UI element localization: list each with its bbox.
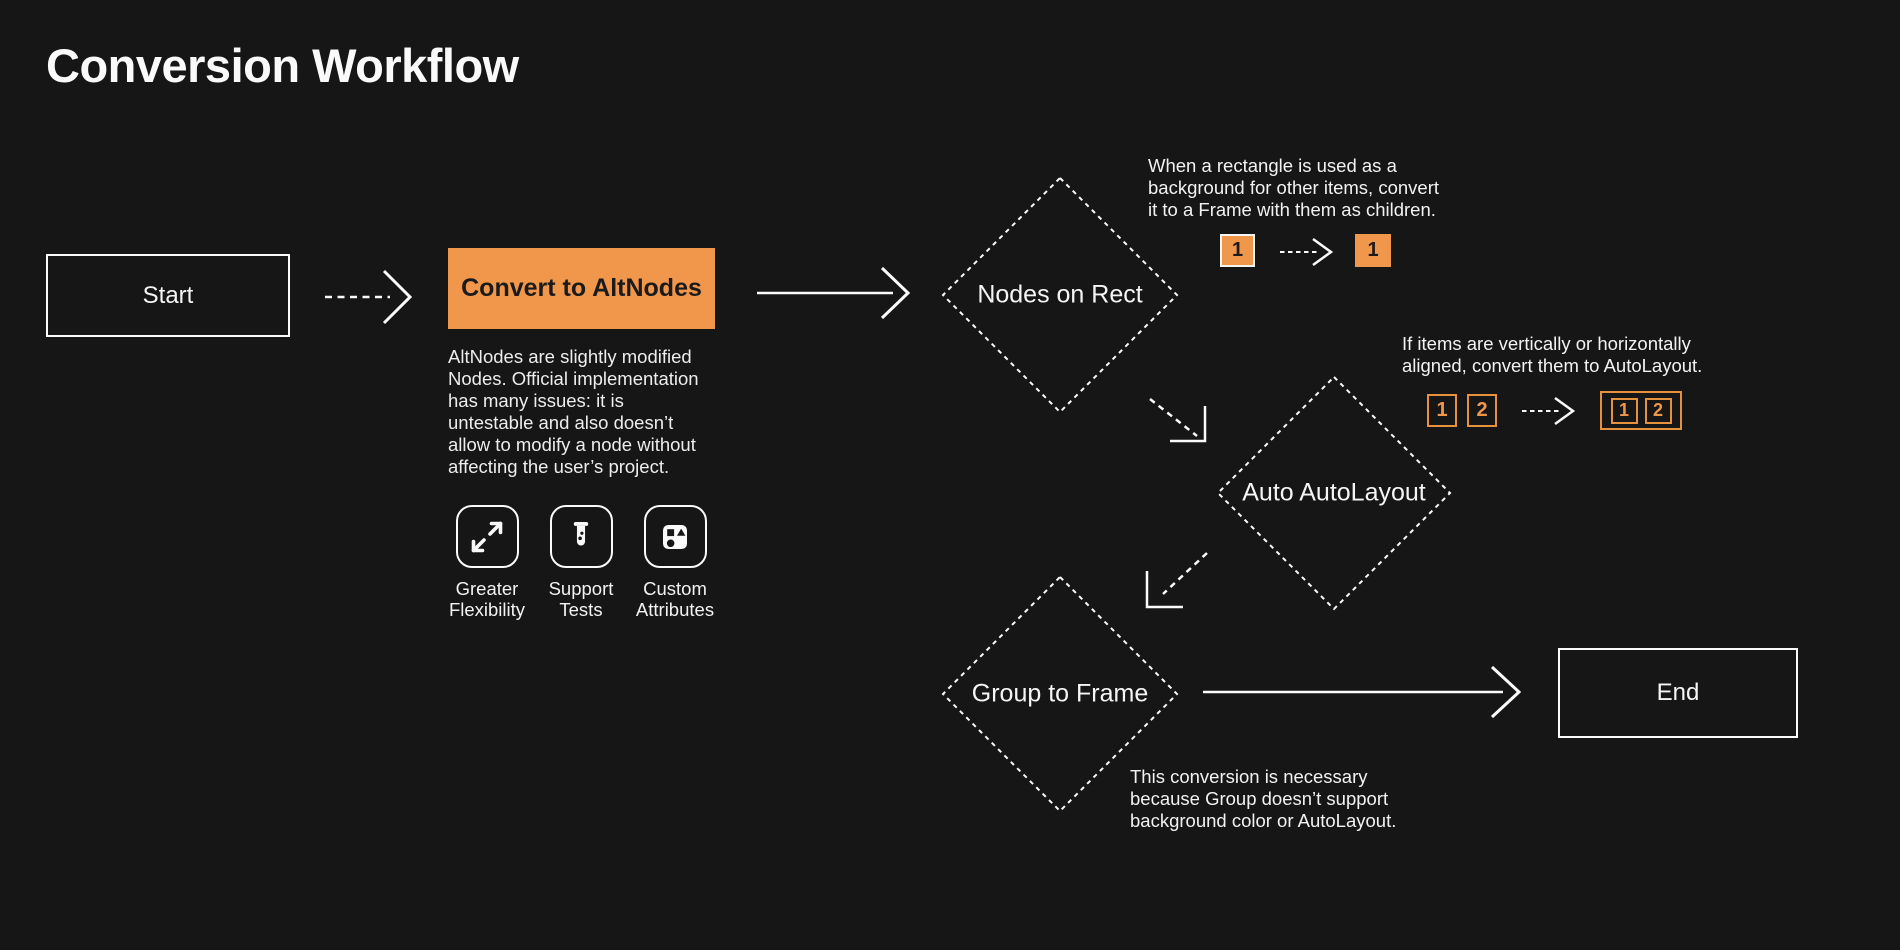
- start-to-convert-arrow: [325, 269, 413, 325]
- item-badge-2: 2: [1644, 397, 1672, 424]
- autolayout-frame-badge: 1 2: [1600, 391, 1682, 430]
- item-badge-1: 1: [1427, 394, 1457, 427]
- nodes-on-rect-label: Nodes on Rect: [977, 280, 1143, 309]
- start-node: Start: [46, 254, 290, 337]
- page-title: Conversion Workflow: [46, 39, 519, 92]
- frame-badge-after: 1: [1355, 234, 1391, 267]
- item-badge-2: 2: [1467, 394, 1497, 427]
- rect-to-frame-note: When a rectangle is used as a background…: [1148, 155, 1440, 220]
- rect-badge-before: 1: [1220, 234, 1255, 267]
- expand-icon: [455, 505, 519, 568]
- altnodes-features: Greater Flexibility Support Tests: [440, 505, 722, 620]
- altnodes-description: AltNodes are slightly modified Nodes. Of…: [448, 346, 699, 477]
- start-node-label: Start: [142, 281, 194, 309]
- autolayout-note: If items are vertically or horizontally …: [1402, 333, 1703, 376]
- feature-label: Custom Attributes: [635, 578, 715, 620]
- group-to-frame-label: Group to Frame: [971, 679, 1149, 708]
- feature-label: Support Tests: [548, 578, 614, 620]
- feature-label: Greater Flexibility: [448, 578, 526, 620]
- end-node-label: End: [1656, 679, 1700, 706]
- group-frame-note: This conversion is necessary because Gro…: [1130, 766, 1397, 831]
- shapes-icon: [643, 505, 707, 568]
- feature-greater-flexibility: Greater Flexibility: [440, 505, 534, 620]
- feature-custom-attributes: Custom Attributes: [628, 505, 722, 620]
- grouptoframe-to-end-arrow: [1203, 665, 1522, 719]
- autolayout-badge-arrow: [1522, 396, 1576, 426]
- test-tube-icon: [549, 505, 613, 568]
- autolayout-to-grouptoframe-arrow: [1145, 552, 1208, 609]
- convert-to-altnodes-node: Convert to AltNodes: [448, 248, 715, 329]
- end-node: End: [1558, 648, 1798, 738]
- nodesonrect-to-autolayout-arrow: [1149, 398, 1207, 443]
- item-badge-1: 1: [1610, 397, 1638, 424]
- feature-support-tests: Support Tests: [534, 505, 628, 620]
- convert-node-label: Convert to AltNodes: [461, 274, 702, 302]
- rect-to-frame-badge-arrow: [1280, 237, 1334, 267]
- auto-autolayout-label: Auto AutoLayout: [1242, 478, 1426, 507]
- convert-to-nodesonrect-arrow: [757, 266, 911, 320]
